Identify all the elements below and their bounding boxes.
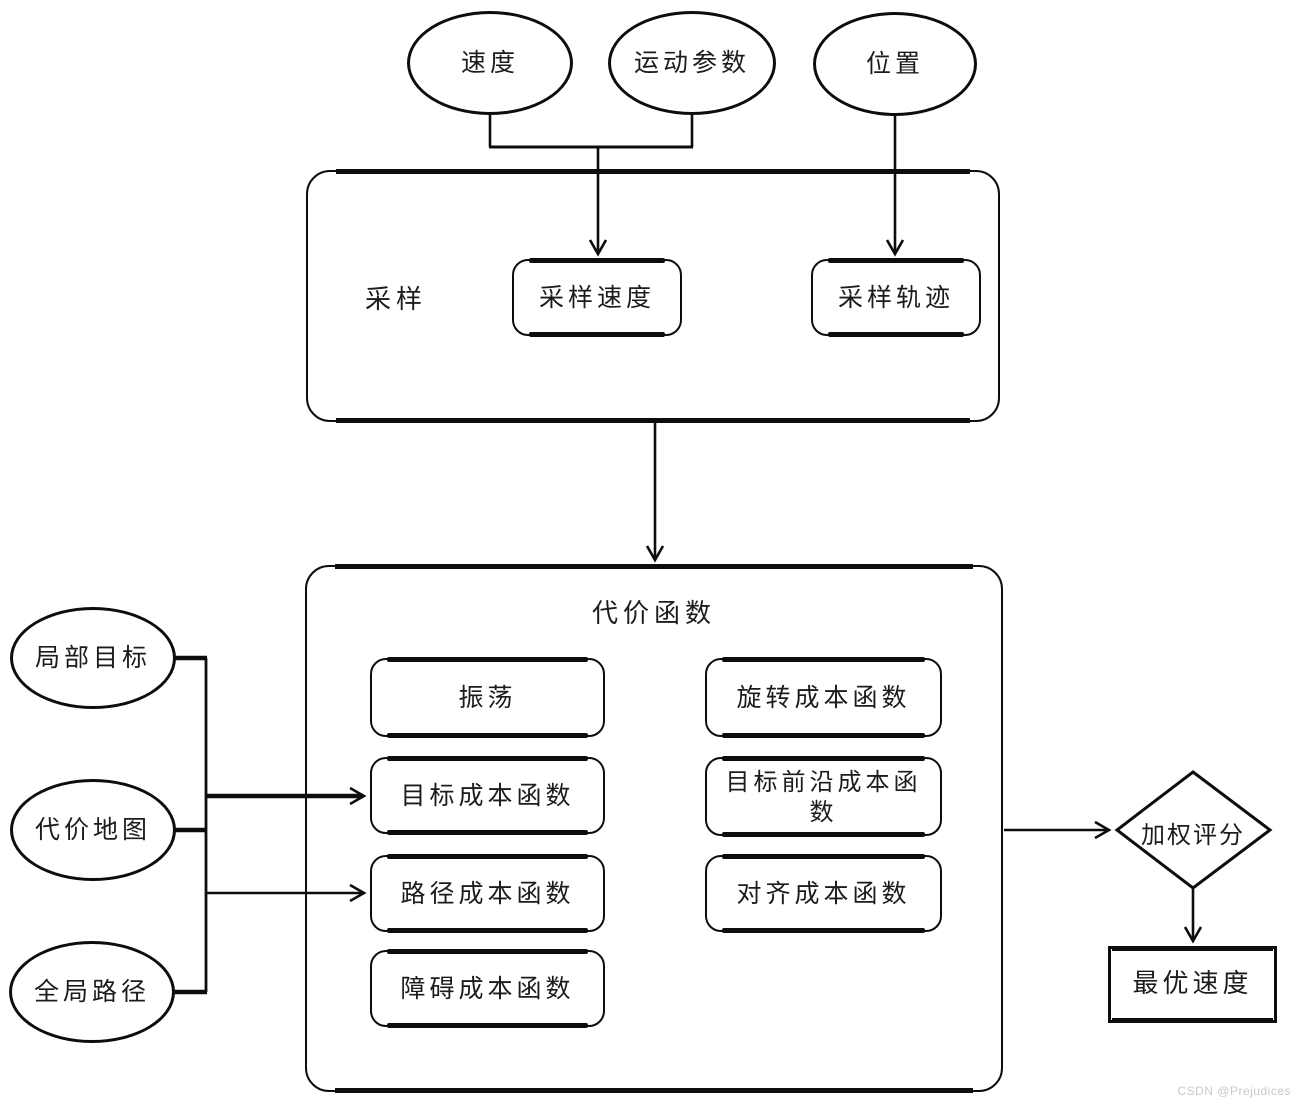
watermark: CSDN @Prejudices (1177, 1084, 1291, 1098)
box-alignment-cost: 对齐成本函数 (705, 854, 942, 933)
box-sample-velocity: 采样速度 (512, 258, 682, 337)
box-optimal-velocity: 最优速度 (1108, 946, 1277, 1023)
sampling-container (306, 169, 1000, 423)
box-path-cost: 路径成本函数 (370, 854, 605, 933)
box-obstacle-cost: 障碍成本函数 (370, 949, 605, 1028)
box-goal-cost: 目标成本函数 (370, 756, 605, 835)
decision-weighted-scoring: 加权评分 (1141, 821, 1245, 849)
ellipse-motion-params: 运动参数 (608, 11, 776, 115)
box-oscillation: 振荡 (370, 657, 605, 738)
ellipse-costmap: 代价地图 (10, 779, 176, 881)
cost-function-title: 代价函数 (591, 599, 716, 629)
cost-function-container (305, 564, 1003, 1093)
ellipse-local-goal: 局部目标 (10, 607, 176, 709)
sampling-label: 采样 (364, 285, 427, 315)
box-goal-front-cost: 目标前沿成本函数 (705, 756, 942, 837)
box-sample-trajectory: 采样轨迹 (811, 258, 981, 337)
box-rotation-cost: 旋转成本函数 (705, 657, 942, 738)
ellipse-global-path: 全局路径 (9, 941, 175, 1043)
ellipse-velocity: 速度 (407, 11, 573, 115)
ellipse-position: 位置 (813, 12, 977, 116)
